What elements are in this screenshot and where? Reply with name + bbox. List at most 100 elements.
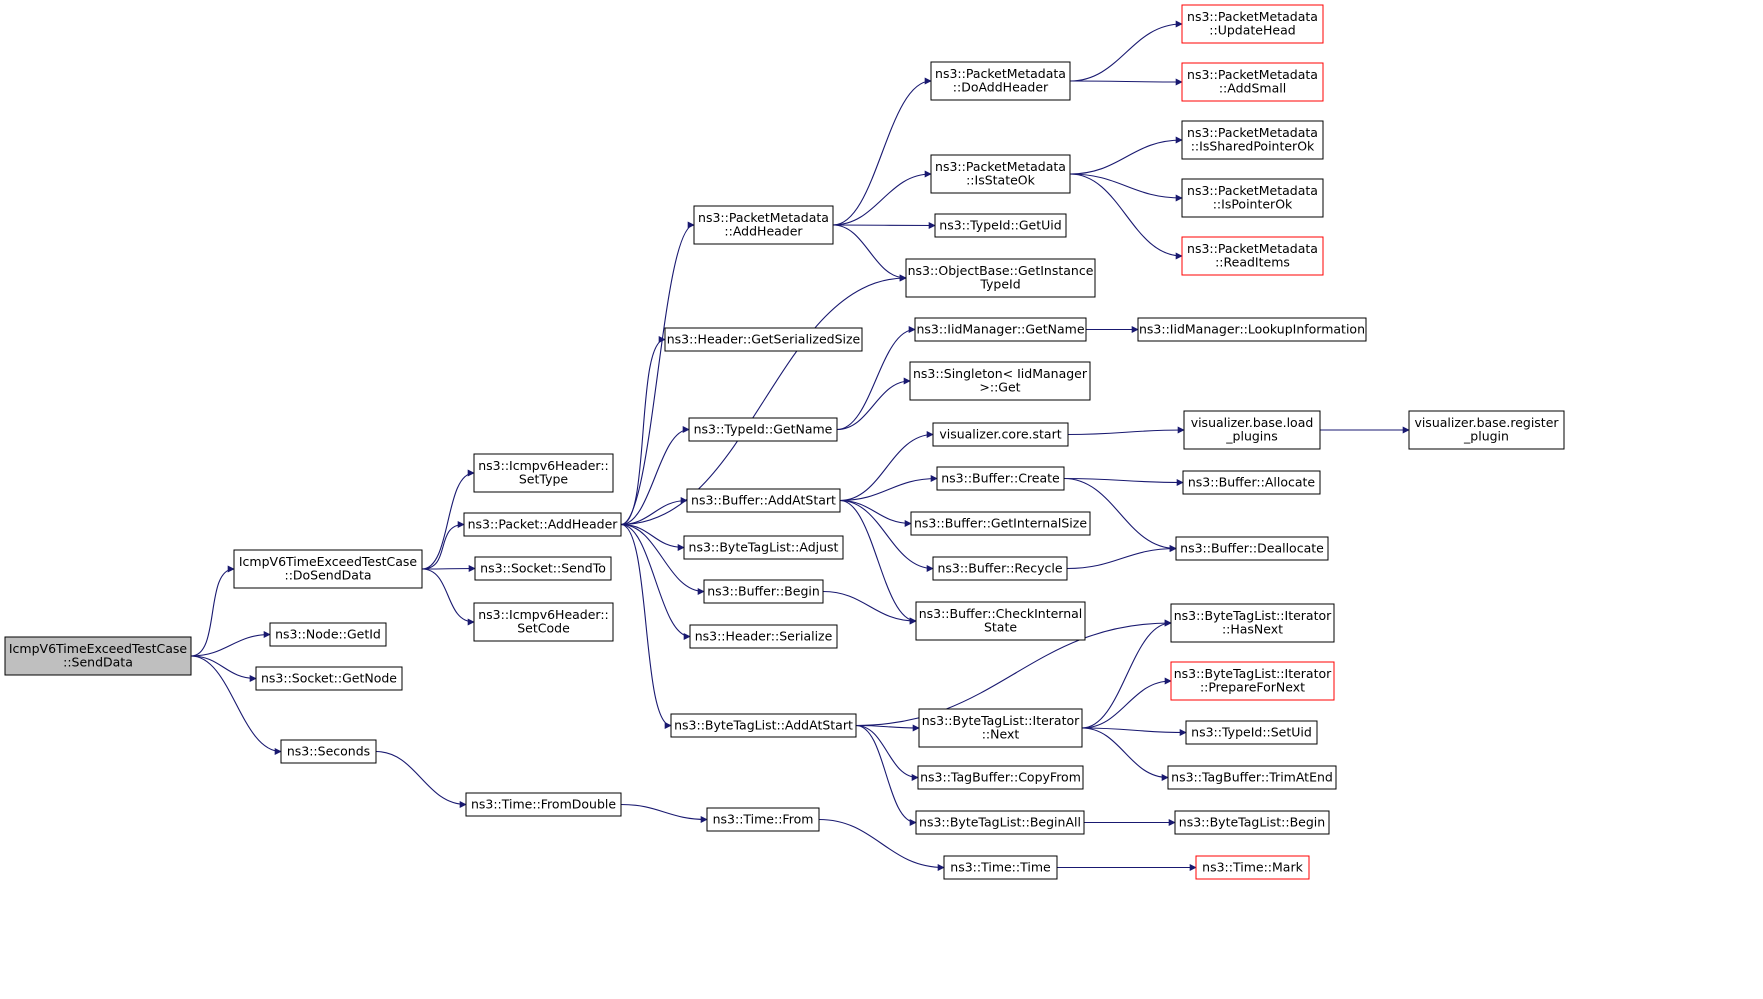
- node-box[interactable]: [1185, 720, 1318, 745]
- node-box[interactable]: [917, 765, 1084, 790]
- graph-node-pmaddheader[interactable]: ns3::PacketMetadata::AddHeader: [693, 205, 834, 245]
- node-box[interactable]: [706, 807, 820, 832]
- node-box[interactable]: [465, 792, 622, 817]
- graph-node-btladdatstart[interactable]: ns3::ByteTagList::AddAtStart: [670, 713, 857, 738]
- graph-node-pmisstateok[interactable]: ns3::PacketMetadata::IsStateOk: [930, 154, 1071, 194]
- node-box[interactable]: [664, 327, 863, 352]
- node-box[interactable]: [233, 549, 423, 589]
- graph-node-pmreaditems[interactable]: ns3::PacketMetadata::ReadItems: [1181, 236, 1324, 276]
- graph-node-timefrom[interactable]: ns3::Time::From: [706, 807, 820, 832]
- graph-node-btliteratornext[interactable]: ns3::ByteTagList::Iterator::Next: [918, 708, 1083, 748]
- node-box[interactable]: [934, 213, 1067, 238]
- graph-node-vizcorestart[interactable]: visualizer.core.start: [932, 422, 1069, 447]
- graph-node-btladjust[interactable]: ns3::ByteTagList::Adjust: [683, 535, 844, 560]
- graph-node-vizregisterplugin[interactable]: visualizer.base.register_plugin: [1408, 410, 1565, 450]
- graph-node-tagbuffertrimatend[interactable]: ns3::TagBuffer::TrimAtEnd: [1167, 765, 1337, 790]
- node-box[interactable]: [930, 154, 1071, 194]
- node-box[interactable]: [1167, 765, 1337, 790]
- graph-node-buffercreate[interactable]: ns3::Buffer::Create: [936, 466, 1065, 491]
- graph-node-typeidgetname[interactable]: ns3::TypeId::GetName: [688, 417, 838, 442]
- graph-node-bufferaddatstart[interactable]: ns3::Buffer::AddAtStart: [686, 488, 841, 513]
- node-box[interactable]: [693, 205, 834, 245]
- node-box[interactable]: [686, 488, 841, 513]
- graph-node-iidgetname[interactable]: ns3::IidManager::GetName: [914, 317, 1087, 342]
- node-box[interactable]: [473, 602, 614, 642]
- node-box[interactable]: [905, 258, 1096, 298]
- node-box[interactable]: [688, 417, 838, 442]
- graph-node-typeidgetuid[interactable]: ns3::TypeId::GetUid: [934, 213, 1067, 238]
- node-box[interactable]: [689, 624, 838, 649]
- node-box[interactable]: [915, 601, 1086, 641]
- graph-node-vizloadplugins[interactable]: visualizer.base.load_plugins: [1183, 410, 1321, 450]
- graph-node-btlbeginall[interactable]: ns3::ByteTagList::BeginAll: [915, 810, 1085, 835]
- node-box[interactable]: [1183, 410, 1321, 450]
- graph-node-pmaddsmall[interactable]: ns3::PacketMetadata::AddSmall: [1181, 62, 1324, 102]
- node-box[interactable]: [1175, 536, 1329, 561]
- node-box[interactable]: [473, 453, 614, 493]
- node-box[interactable]: [914, 317, 1087, 342]
- node-box[interactable]: [474, 556, 612, 581]
- node-box[interactable]: [1181, 4, 1324, 44]
- graph-node-pmissharedpointerok[interactable]: ns3::PacketMetadata::IsSharedPointerOk: [1181, 120, 1324, 160]
- graph-node-btlbegin[interactable]: ns3::ByteTagList::Begin: [1174, 810, 1330, 835]
- graph-node-setcode[interactable]: ns3::Icmpv6Header::SetCode: [473, 602, 614, 642]
- graph-node-getserializedsize[interactable]: ns3::Header::GetSerializedSize: [664, 327, 863, 352]
- node-box[interactable]: [1182, 470, 1321, 495]
- node-box[interactable]: [915, 810, 1085, 835]
- node-box[interactable]: [1137, 317, 1367, 342]
- graph-node-headerserialize[interactable]: ns3::Header::Serialize: [689, 624, 838, 649]
- graph-node-tagbuffercopyfrom[interactable]: ns3::TagBuffer::CopyFrom: [917, 765, 1084, 790]
- node-box[interactable]: [918, 708, 1083, 748]
- graph-node-fromdouble[interactable]: ns3::Time::FromDouble: [465, 792, 622, 817]
- node-box[interactable]: [703, 579, 824, 604]
- graph-node-pmupdatehead[interactable]: ns3::PacketMetadata::UpdateHead: [1181, 4, 1324, 44]
- node-box[interactable]: [943, 855, 1058, 880]
- graph-node-bufferbegin[interactable]: ns3::Buffer::Begin: [703, 579, 824, 604]
- node-box[interactable]: [1181, 120, 1324, 160]
- graph-node-pmdoaddheader[interactable]: ns3::PacketMetadata::DoAddHeader: [930, 61, 1071, 101]
- node-box[interactable]: [909, 361, 1091, 401]
- node-box[interactable]: [255, 666, 403, 691]
- graph-node-dosenddata[interactable]: IcmpV6TimeExceedTestCase::DoSendData: [233, 549, 423, 589]
- node-box[interactable]: [1195, 855, 1310, 880]
- graph-node-pmispointerok[interactable]: ns3::PacketMetadata::IsPointerOk: [1181, 178, 1324, 218]
- graph-node-bufferallocate[interactable]: ns3::Buffer::Allocate: [1182, 470, 1321, 495]
- node-box[interactable]: [280, 739, 377, 764]
- graph-node-typeidsetuid[interactable]: ns3::TypeId::SetUid: [1185, 720, 1318, 745]
- graph-node-btliteratorprepare[interactable]: ns3::ByteTagList::Iterator::PrepareForNe…: [1170, 661, 1335, 701]
- node-box[interactable]: [269, 622, 387, 647]
- graph-node-sendto[interactable]: ns3::Socket::SendTo: [474, 556, 612, 581]
- node-box[interactable]: [1170, 603, 1335, 643]
- graph-node-bufferrecycle[interactable]: ns3::Buffer::Recycle: [932, 556, 1068, 581]
- node-box[interactable]: [932, 422, 1069, 447]
- graph-node-packetaddheader[interactable]: ns3::Packet::AddHeader: [463, 512, 622, 537]
- node-box[interactable]: [930, 61, 1071, 101]
- node-box[interactable]: [463, 512, 622, 537]
- node-box[interactable]: [1181, 62, 1324, 102]
- graph-node-senddata[interactable]: IcmpV6TimeExceedTestCase::SendData: [4, 636, 192, 676]
- node-box[interactable]: [1408, 410, 1565, 450]
- graph-node-nodegetid[interactable]: ns3::Node::GetId: [269, 622, 387, 647]
- node-box[interactable]: [4, 636, 192, 676]
- node-box[interactable]: [910, 511, 1091, 536]
- node-box[interactable]: [1181, 178, 1324, 218]
- graph-node-timemark[interactable]: ns3::Time::Mark: [1195, 855, 1310, 880]
- graph-node-bufferdeallocate[interactable]: ns3::Buffer::Deallocate: [1175, 536, 1329, 561]
- node-box[interactable]: [1181, 236, 1324, 276]
- graph-node-settype[interactable]: ns3::Icmpv6Header::SetType: [473, 453, 614, 493]
- node-box[interactable]: [1174, 810, 1330, 835]
- graph-node-socketgetnode[interactable]: ns3::Socket::GetNode: [255, 666, 403, 691]
- node-box[interactable]: [670, 713, 857, 738]
- graph-node-seconds[interactable]: ns3::Seconds: [280, 739, 377, 764]
- graph-node-iidlookup[interactable]: ns3::IidManager::LookupInformation: [1137, 317, 1367, 342]
- graph-node-singletonget[interactable]: ns3::Singleton< IidManager >::Get: [909, 361, 1091, 401]
- node-box[interactable]: [932, 556, 1068, 581]
- node-box[interactable]: [936, 466, 1065, 491]
- node-box[interactable]: [1170, 661, 1335, 701]
- graph-node-btliteratorhasnext[interactable]: ns3::ByteTagList::Iterator::HasNext: [1170, 603, 1335, 643]
- node-box[interactable]: [683, 535, 844, 560]
- graph-node-buffergetinternalsize[interactable]: ns3::Buffer::GetInternalSize: [910, 511, 1091, 536]
- graph-node-timetime[interactable]: ns3::Time::Time: [943, 855, 1058, 880]
